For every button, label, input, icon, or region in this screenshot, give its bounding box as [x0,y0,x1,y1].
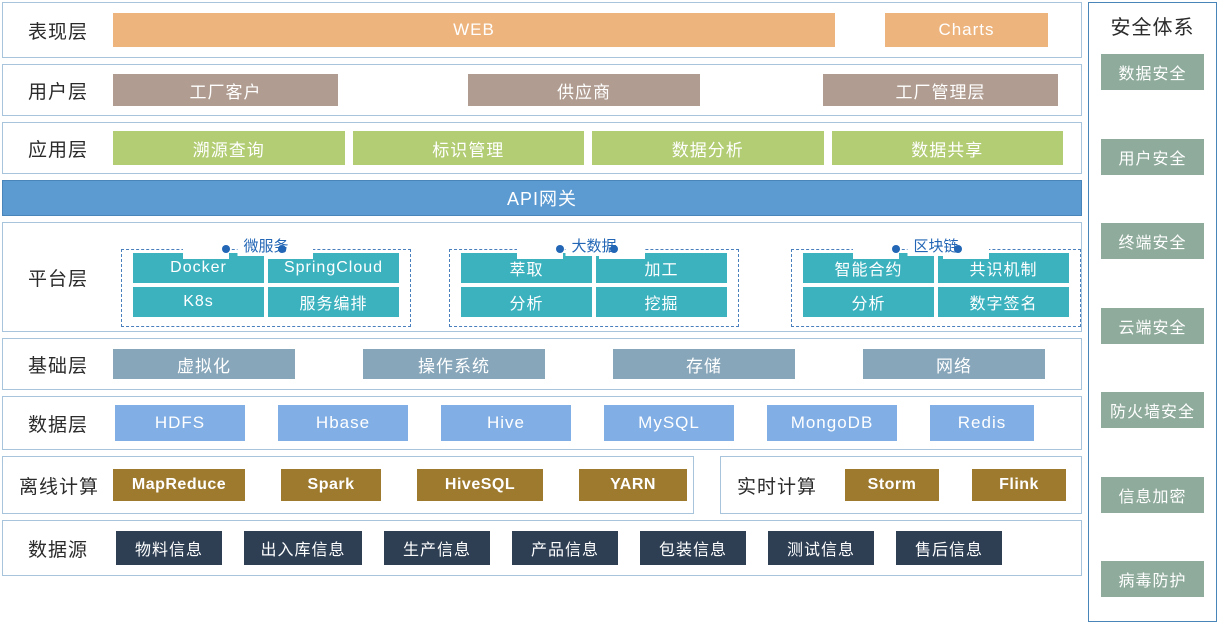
layer-presentation-body: WEB Charts [113,3,1081,57]
api-gateway-bar[interactable]: API网关 [2,180,1082,216]
connector-dot-right-icon [278,245,286,253]
platform-item-digital-signature[interactable]: 数字签名 [938,287,1069,317]
security-item-firewall[interactable]: 防火墙安全 [1101,392,1204,428]
offline-compute-label: 离线计算 [19,476,100,498]
layer-compute: 离线计算 MapReduce Spark HiveSQL YARN 实时计算 S… [2,456,1082,514]
layer-data-label: 数据层 [27,414,88,436]
platform-group-blockchain-items: 智能合约 共识机制 分析 数字签名 [803,253,1069,317]
dashed-gap-left [517,249,563,259]
realtime-compute-box: 实时计算 Storm Flink [720,456,1082,514]
platform-group-blockchain: 区块链 智能合约 共识机制 分析 数字签名 [791,235,1081,327]
presentation-item-web[interactable]: WEB [113,13,835,47]
application-item-trace-query[interactable]: 溯源查询 [113,131,345,165]
user-item-supplier[interactable]: 供应商 [468,74,700,106]
layer-base-body: 虚拟化 操作系统 存储 网络 [113,339,1081,389]
dashed-gap-right [943,249,989,259]
base-item-os[interactable]: 操作系统 [363,349,545,379]
connector-dot-right-icon [954,245,962,253]
security-item-terminal[interactable]: 终端安全 [1101,223,1204,259]
layer-user-body: 工厂客户 供应商 工厂管理层 [113,65,1081,115]
base-item-storage[interactable]: 存储 [613,349,795,379]
source-item-production[interactable]: 生产信息 [384,531,490,565]
source-item-testing[interactable]: 测试信息 [768,531,874,565]
layer-base: 基础层 虚拟化 操作系统 存储 网络 [2,338,1082,390]
compute-item-flink[interactable]: Flink [972,469,1067,501]
dashed-gap-left [853,249,899,259]
layer-application-body: 溯源查询 标识管理 数据分析 数据共享 [113,123,1081,173]
layer-data-source-label: 数据源 [27,539,88,561]
platform-group-bigdata-items: 萃取 加工 分析 挖掘 [461,253,727,317]
source-item-material[interactable]: 物料信息 [116,531,222,565]
layer-user-label: 用户层 [27,81,88,103]
platform-item-consensus[interactable]: 共识机制 [938,253,1069,283]
layer-application: 应用层 溯源查询 标识管理 数据分析 数据共享 [2,122,1082,174]
layer-application-label: 应用层 [27,139,88,161]
security-item-data[interactable]: 数据安全 [1101,54,1204,90]
platform-item-mining[interactable]: 挖掘 [596,287,727,317]
platform-group-bigdata: 大数据 萃取 加工 分析 挖掘 [449,235,739,327]
security-sidebar-title: 安全体系 [1110,17,1195,39]
user-item-factory-customer[interactable]: 工厂客户 [113,74,338,106]
platform-item-analyze[interactable]: 分析 [461,287,592,317]
platform-group-microservices-title: 微服务 [237,235,295,256]
layer-presentation-label: 表现层 [27,21,88,43]
data-item-redis[interactable]: Redis [930,405,1034,441]
platform-group-blockchain-title: 区块链 [907,235,965,256]
security-item-user[interactable]: 用户安全 [1101,138,1204,175]
presentation-item-charts[interactable]: Charts [885,13,1048,47]
layer-platform: 平台层 微服务 Docker SpringCloud K8s 服务编排 [2,222,1082,332]
platform-group-bigdata-title: 大数据 [565,235,623,256]
layer-data: 数据层 HDFS Hbase Hive MySQL MongoDB Redis [2,396,1082,450]
security-sidebar: 安全体系 数据安全 用户安全 终端安全 云端安全 防火墙安全 信息加密 病毒防护 [1088,2,1217,622]
security-item-antivirus[interactable]: 病毒防护 [1101,561,1204,597]
main-layers-column: 表现层 WEB Charts 用户层 工厂客户 供应商 工厂管理层 应用层 溯源… [2,2,1082,622]
security-item-cloud[interactable]: 云端安全 [1101,307,1204,344]
realtime-compute-items: Storm Flink [831,457,1081,513]
compute-item-spark[interactable]: Spark [281,469,382,501]
base-item-network[interactable]: 网络 [863,349,1045,379]
connector-dot-left-icon [556,245,564,253]
platform-item-k8s[interactable]: K8s [133,287,264,317]
offline-compute-items: MapReduce Spark HiveSQL YARN [113,457,693,513]
platform-item-analysis[interactable]: 分析 [803,287,934,317]
layer-platform-body: 微服务 Docker SpringCloud K8s 服务编排 大数据 [113,223,1101,331]
layer-base-label: 基础层 [27,355,88,377]
realtime-compute-label: 实时计算 [737,476,818,498]
data-item-hbase[interactable]: Hbase [278,405,408,441]
application-item-data-sharing[interactable]: 数据共享 [831,131,1063,165]
security-item-encryption[interactable]: 信息加密 [1101,476,1204,513]
source-item-inventory[interactable]: 出入库信息 [244,531,362,565]
application-item-data-analysis[interactable]: 数据分析 [592,131,824,165]
layer-data-source-body: 物料信息 出入库信息 生产信息 产品信息 包装信息 测试信息 售后信息 [113,521,1081,575]
source-item-product[interactable]: 产品信息 [512,531,618,565]
layer-data-body: HDFS Hbase Hive MySQL MongoDB Redis [113,397,1081,449]
source-item-packaging[interactable]: 包装信息 [640,531,746,565]
application-item-id-management[interactable]: 标识管理 [352,131,584,165]
dashed-gap-left [183,249,229,259]
data-item-hive[interactable]: Hive [441,405,571,441]
platform-group-microservices: 微服务 Docker SpringCloud K8s 服务编排 [121,235,411,327]
user-item-factory-manager[interactable]: 工厂管理层 [823,74,1058,106]
compute-item-yarn[interactable]: YARN [579,469,688,501]
source-item-after-sales[interactable]: 售后信息 [896,531,1002,565]
base-item-virtualization[interactable]: 虚拟化 [113,349,295,379]
connector-dot-left-icon [222,245,230,253]
data-item-mysql[interactable]: MySQL [604,405,734,441]
platform-item-orchestration[interactable]: 服务编排 [268,287,399,317]
platform-group-microservices-items: Docker SpringCloud K8s 服务编排 [133,253,399,317]
platform-item-springcloud[interactable]: SpringCloud [268,253,399,283]
layer-user: 用户层 工厂客户 供应商 工厂管理层 [2,64,1082,116]
connector-dot-right-icon [610,245,618,253]
connector-dot-left-icon [892,245,900,253]
compute-item-hivesql[interactable]: HiveSQL [417,469,544,501]
security-sidebar-items: 数据安全 用户安全 终端安全 云端安全 防火墙安全 信息加密 病毒防护 [1089,54,1216,611]
compute-item-storm[interactable]: Storm [845,469,940,501]
compute-item-mapreduce[interactable]: MapReduce [113,469,246,501]
data-item-hdfs[interactable]: HDFS [115,405,245,441]
layer-platform-label: 平台层 [27,268,88,290]
offline-compute-box: 离线计算 MapReduce Spark HiveSQL YARN [2,456,694,514]
layer-data-source: 数据源 物料信息 出入库信息 生产信息 产品信息 包装信息 测试信息 售后信息 [2,520,1082,576]
layer-presentation: 表现层 WEB Charts [2,2,1082,58]
data-item-mongodb[interactable]: MongoDB [767,405,897,441]
